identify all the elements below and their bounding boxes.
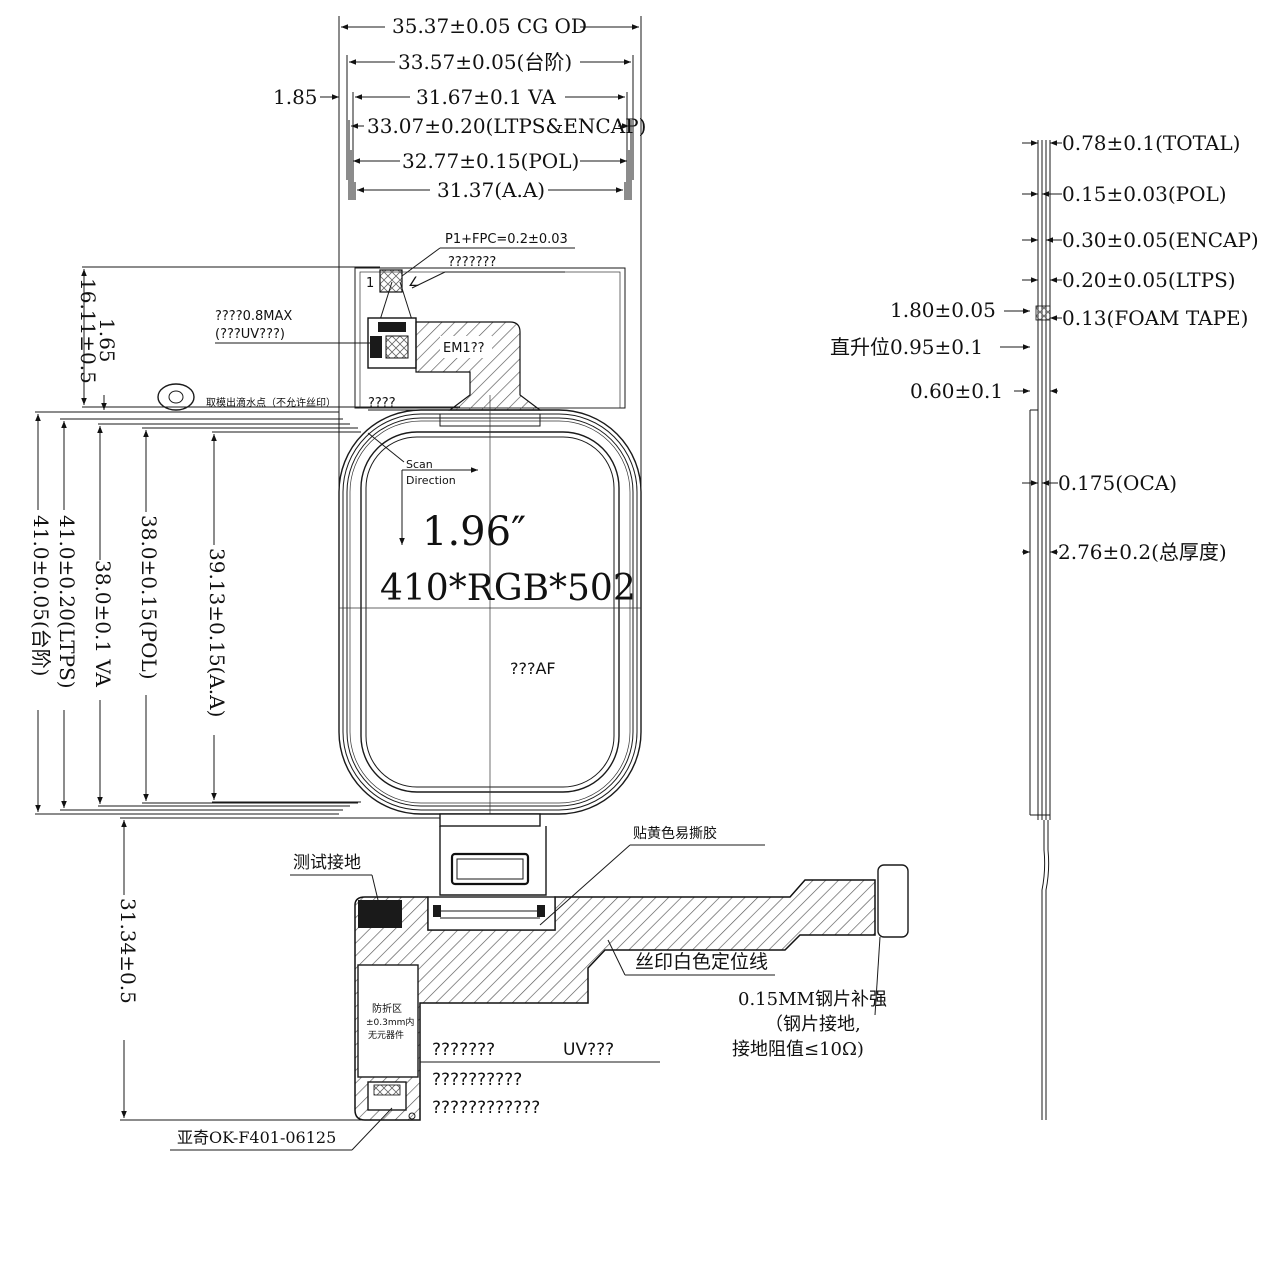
dim-aa-width: 31.37(A.A) xyxy=(437,178,545,202)
side-ltps: 0.20±0.05(LTPS) xyxy=(1062,268,1236,292)
side-foam-offset: 1.80±0.05 xyxy=(890,298,996,322)
pin-one-pad xyxy=(379,269,403,293)
side-overall: 2.76±0.2(总厚度) xyxy=(1058,540,1227,564)
stiffener-label-1: 0.15MM钢片补强 xyxy=(738,989,887,1010)
uv-note: (???UV???) xyxy=(215,327,285,342)
scan-label-1: Scan xyxy=(406,458,433,471)
dim-va-height: 38.0±0.1 VA xyxy=(91,560,115,688)
side-foam: 0.13(FOAM TAPE) xyxy=(1062,306,1248,330)
dim-va-width: 31.67±0.1 VA xyxy=(416,85,556,109)
anti-bend-zone xyxy=(357,964,419,1078)
fpc-sub-note: ??????? xyxy=(448,255,496,270)
connector-part: 亚奇OK-F401-06125 xyxy=(177,1128,336,1147)
top-fpc-assembly: 1 ∠ EM1?? P1+FPC=0.2±0.03 ??????? ????0.… xyxy=(215,232,575,411)
scan-label-2: Direction xyxy=(406,474,456,487)
note-c: ???????????? xyxy=(432,1098,540,1118)
yellow-tape-label: 贴黄色易撕胶 xyxy=(633,825,717,842)
drip-point-mark xyxy=(157,383,195,411)
note-a: ??????? xyxy=(432,1040,495,1060)
silk-line-label: 丝印白色定位线 xyxy=(635,951,768,973)
dim-step-width: 33.57±0.05(台阶) xyxy=(398,50,572,74)
side-encap: 0.30±0.05(ENCAP) xyxy=(1062,228,1259,252)
bend-note: ???? xyxy=(368,396,396,411)
dim-step-height: 41.0±0.05(台阶) xyxy=(29,515,53,676)
left-dimension-group: 16.11±0.5 1.65 41.0±0.05(台阶) 41.0±0.20(L… xyxy=(29,266,460,1121)
drip-note: 取模出滴水点（不允许丝印） xyxy=(206,396,336,409)
side-pol: 0.15±0.03(POL) xyxy=(1062,182,1227,206)
note-uv: UV??? xyxy=(563,1040,614,1060)
stiffener-label-2: （钢片接地, xyxy=(765,1014,861,1035)
dim-cg-od: 35.37±0.05 CG OD xyxy=(392,14,587,38)
bottom-fpc-assembly: 测试接地 防折区 ±0.3mm内 无元器件 贴黄色易撕胶 丝印白色定位线 0.1… xyxy=(170,813,909,1151)
dim-pol-height: 38.0±0.15(POL) xyxy=(137,515,161,680)
side-oca: 0.175(OCA) xyxy=(1058,471,1177,495)
display-body: Scan Direction 1.96″ 410*RGB*502 ???AF xyxy=(338,395,642,818)
height-note: ????0.8MAX xyxy=(215,309,292,324)
antibend-1: 防折区 xyxy=(372,1002,402,1015)
test-ground-pad xyxy=(358,900,402,928)
dim-fpc-height: 16.11±0.5 xyxy=(76,278,100,384)
display-resolution: 410*RGB*502 xyxy=(380,568,636,609)
dim-offset-165: 1.65 xyxy=(95,318,119,363)
stiffener-label-3: 接地阻值≤10Ω) xyxy=(732,1039,864,1060)
side-gap: 0.60±0.1 xyxy=(910,379,1003,403)
side-lift: 直升位0.95±0.1 xyxy=(830,335,983,359)
note-b: ?????????? xyxy=(432,1070,522,1090)
antibend-3: 无元器件 xyxy=(368,1029,404,1041)
dim-aa-height: 39.13±0.15(A.A) xyxy=(205,548,229,717)
dim-ltps-height: 41.0±0.20(LTPS) xyxy=(55,515,79,689)
antibend-2: ±0.3mm内 xyxy=(366,1016,414,1028)
pin-one-label: 1 xyxy=(366,276,374,291)
side-total: 0.78±0.1(TOTAL) xyxy=(1062,131,1240,155)
dim-left-offset: 1.85 xyxy=(273,85,318,109)
dim-tail-length: 31.34±0.5 xyxy=(116,898,140,1004)
main-fpc xyxy=(354,879,876,1121)
top-dimension-group: 35.37±0.05 CG OD 33.57±0.05(台阶) 1.85 31.… xyxy=(273,14,646,700)
test-ground-label: 测试接地 xyxy=(293,853,361,873)
em-label: EM1?? xyxy=(443,341,485,356)
display-size: 1.96″ xyxy=(422,509,526,555)
steel-stiffener xyxy=(877,864,909,938)
af-note: ???AF xyxy=(510,659,556,678)
svg-text:∠: ∠ xyxy=(408,275,420,290)
dim-ltps-encap-width: 33.07±0.20(LTPS&ENCAP) xyxy=(367,114,646,138)
side-profile-view: 0.78±0.1(TOTAL) 0.15±0.03(POL) 0.30±0.05… xyxy=(830,131,1259,1120)
dim-pol-width: 32.77±0.15(POL) xyxy=(402,149,579,173)
top-fpc xyxy=(415,321,542,411)
bottom-connector xyxy=(450,852,530,886)
fpc-thickness-note: P1+FPC=0.2±0.03 xyxy=(445,232,568,247)
